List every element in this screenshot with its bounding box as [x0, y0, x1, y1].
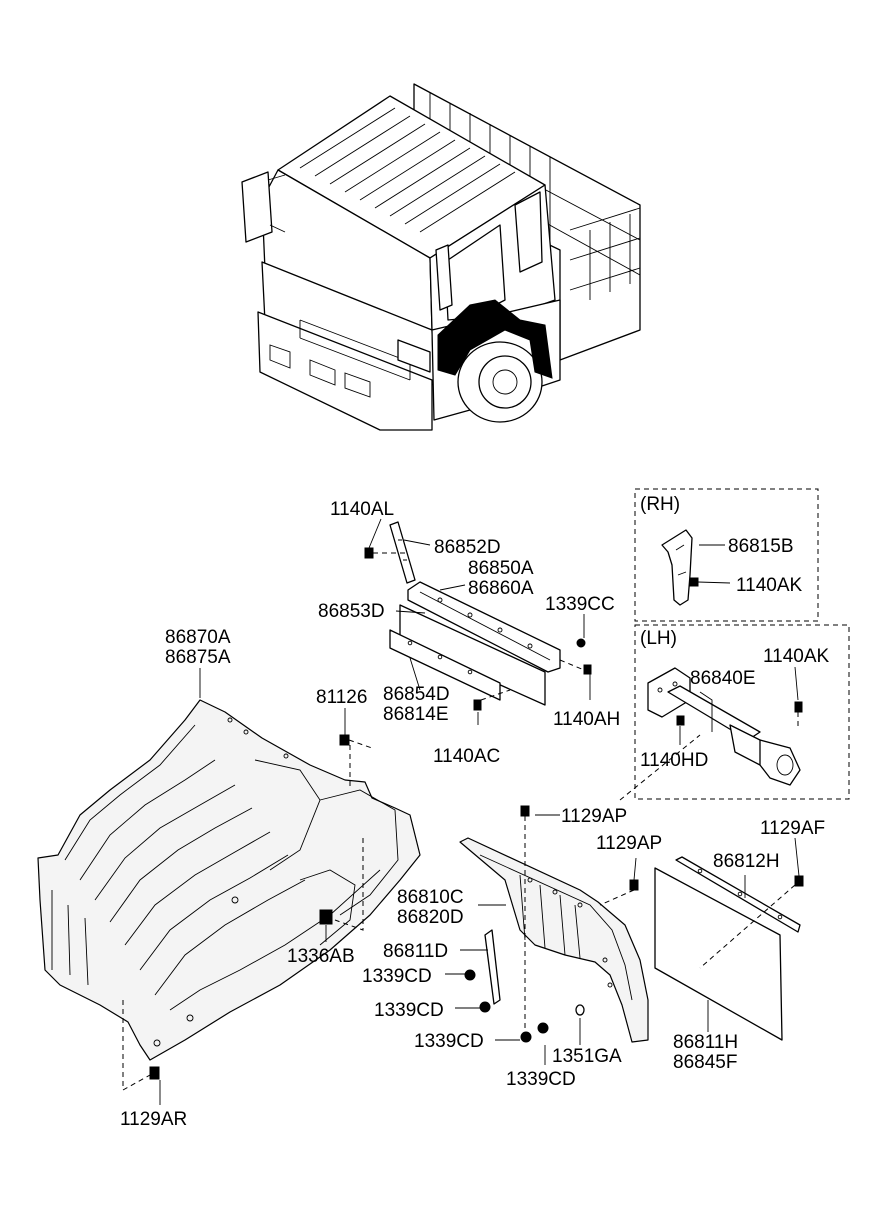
label-86852D: 86852D: [434, 537, 501, 558]
label-86870A: 86870A: [165, 627, 231, 648]
label-1140AH: 1140AH: [553, 709, 620, 730]
label-1140AK-lh: 1140AK: [763, 646, 830, 667]
label-1129AP-b: 1129AP: [596, 833, 662, 854]
label-1140AC: 1140AC: [433, 746, 500, 767]
label-1129AP-a: 1129AP: [561, 806, 627, 827]
label-86845F: 86845F: [673, 1052, 737, 1073]
label-rh: (RH): [640, 494, 680, 515]
label-86815B: 86815B: [728, 536, 794, 557]
label-1129AR: 1129AR: [120, 1109, 187, 1130]
mud-flap-assembly: [122, 805, 804, 1091]
label-86814E: 86814E: [383, 704, 449, 725]
label-1339CD-a: 1339CD: [362, 966, 432, 987]
label-1140AK-rh: 1140AK: [736, 575, 803, 596]
label-1351GA: 1351GA: [552, 1046, 622, 1067]
label-81126: 81126: [316, 687, 367, 708]
label-1140HD: 1140HD: [640, 750, 708, 771]
upper-brackets: [339, 521, 592, 749]
lh-box: [634, 624, 850, 800]
label-86840E: 86840E: [690, 668, 756, 689]
label-1339CC: 1339CC: [545, 594, 615, 615]
label-86820D: 86820D: [397, 907, 464, 928]
label-86853D: 86853D: [318, 601, 385, 622]
label-1339CD-b: 1339CD: [374, 1000, 444, 1021]
label-86812H: 86812H: [713, 851, 780, 872]
label-1129AF: 1129AF: [760, 818, 825, 839]
leader-lines: [159, 518, 800, 1105]
label-1339CD-c: 1339CD: [414, 1031, 484, 1052]
inner-fender-liner: [37, 699, 421, 1061]
label-86811D: 86811D: [383, 941, 448, 962]
label-86875A: 86875A: [165, 647, 231, 668]
label-86850A: 86850A: [468, 558, 534, 579]
label-1339CD-d: 1339CD: [506, 1069, 576, 1090]
part-labels: 1140AL 86852D 86850A 86860A 86853D 1339C…: [120, 494, 830, 1130]
label-1336AB: 1336AB: [287, 946, 355, 967]
label-lh: (LH): [640, 628, 677, 649]
rh-box: [634, 488, 819, 622]
label-1140AL: 1140AL: [330, 499, 394, 520]
label-86854D: 86854D: [383, 684, 450, 705]
label-86811H: 86811H: [673, 1032, 738, 1053]
truck-illustration: [241, 83, 641, 431]
label-86860A: 86860A: [468, 578, 534, 599]
label-86810C: 86810C: [397, 887, 464, 908]
